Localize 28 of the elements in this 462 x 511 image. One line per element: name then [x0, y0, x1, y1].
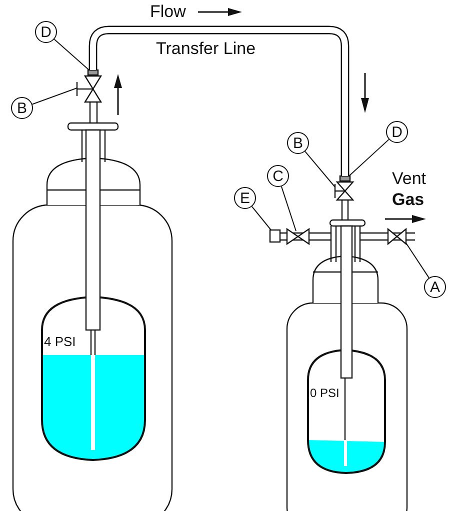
- leader-line: [280, 186, 296, 232]
- text-label: Flow: [150, 3, 186, 20]
- transfer-line-pipe: [88, 26, 350, 176]
- leader-line: [251, 206, 272, 230]
- callout-letter: D: [386, 121, 408, 143]
- valve-symbol: [286, 228, 310, 246]
- valve-symbol: [387, 228, 407, 246]
- callout-letter: C: [267, 165, 289, 187]
- fitting-symbol: [269, 229, 281, 243]
- leader-line: [54, 38, 90, 70]
- callout-letter: B: [287, 132, 309, 154]
- fitting-symbol: [87, 69, 99, 76]
- text-label: 0 PSI: [310, 387, 340, 399]
- leader-line: [304, 150, 336, 188]
- callout-letter: A: [424, 276, 446, 298]
- text-label: 4 PSI: [44, 335, 76, 348]
- callout-letter: B: [11, 97, 33, 119]
- fitting-symbol: [339, 175, 351, 182]
- valve-symbol: [334, 181, 354, 201]
- text-label: Transfer Line: [156, 40, 256, 57]
- text-label: Gas: [392, 191, 424, 208]
- callout-letter: D: [35, 21, 57, 43]
- callout-letter: E: [234, 187, 256, 209]
- valve-symbol: [76, 75, 102, 103]
- leader-line: [32, 88, 78, 105]
- leader-line: [406, 242, 430, 278]
- leader-line: [348, 138, 390, 176]
- text-label: Vent: [392, 170, 426, 187]
